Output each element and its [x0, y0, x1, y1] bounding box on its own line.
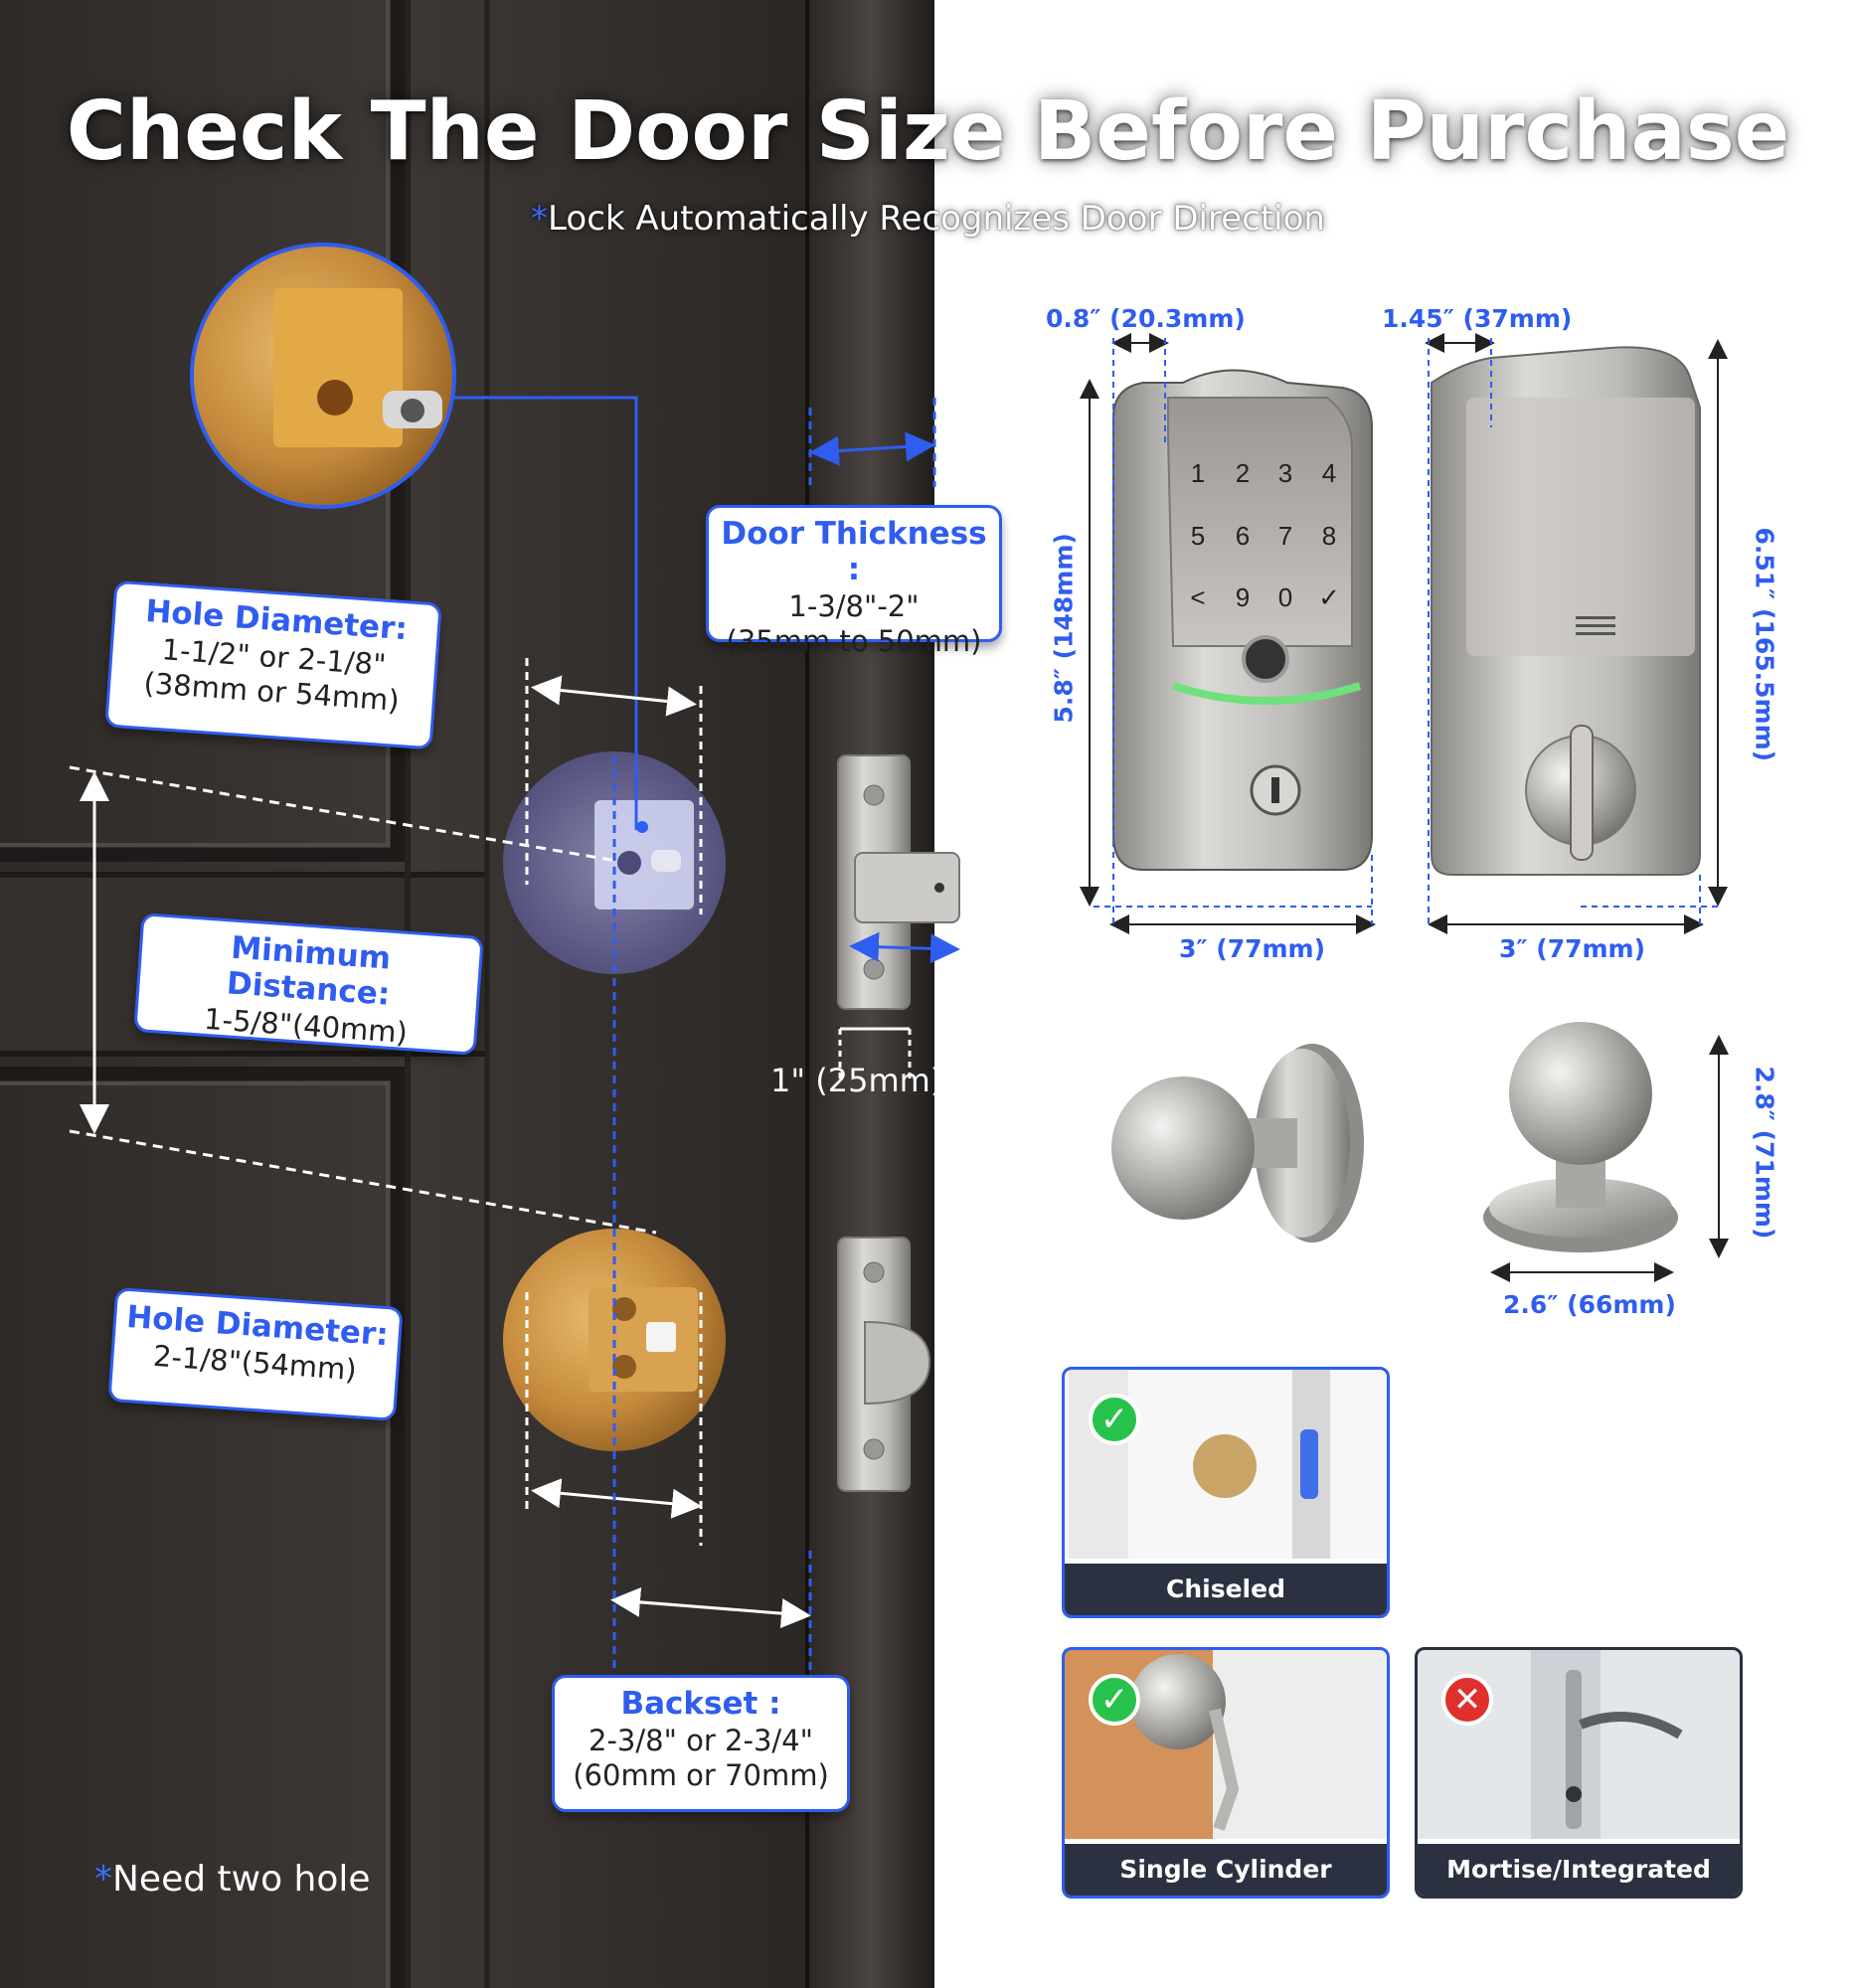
knob-front-illustration — [1483, 1022, 1678, 1252]
single-cylinder-label: Single Cylinder — [1065, 1844, 1387, 1896]
lock-guide-dashes — [1094, 338, 1720, 924]
keypad-key: 5 — [1191, 521, 1205, 551]
check-icon: ✓ — [1089, 1674, 1140, 1726]
back-lock-illustration — [1431, 346, 1701, 876]
front-lock-illustration — [1112, 369, 1373, 871]
keypad-key: 7 — [1278, 521, 1292, 551]
footnote-text: Need two hole — [112, 1859, 371, 1900]
back-width-label: 3″ (77mm) — [1499, 934, 1646, 963]
knob-width-label: 2.6″ (66mm) — [1503, 1290, 1676, 1319]
keypad-key: 6 — [1236, 521, 1250, 551]
front-height-label: 5.8″ (148mm) — [1049, 533, 1079, 724]
blue-guide-lines — [612, 398, 960, 1670]
mortise-tile: ✕ Mortise/Integrated — [1415, 1647, 1743, 1899]
backset-metric: (60mm or 70mm) — [573, 1758, 829, 1793]
upper-latch-plate — [837, 754, 960, 1010]
front-depth-label: 0.8″ (20.3mm) — [1046, 304, 1246, 333]
door-thickness-metric: (35mm to 50mm) — [726, 624, 982, 659]
keypad-key: 9 — [1236, 582, 1250, 612]
latch-zoom-circle — [190, 243, 638, 830]
keypad-key: 1 — [1191, 458, 1205, 488]
page-title: Check The Door Size Before Purchase — [66, 84, 1790, 179]
keypad-key: 0 — [1278, 582, 1292, 612]
door-thickness-card: Door Thickness : 1-3/8"-2" (35mm to 50mm… — [706, 505, 1002, 658]
keypad-key: 2 — [1236, 458, 1250, 488]
back-height-label: 6.51″ (165.5mm) — [1750, 527, 1779, 762]
chiseled-label: Chiseled — [1065, 1564, 1387, 1615]
keypad-key: 8 — [1322, 521, 1336, 551]
keypad-key: 3 — [1278, 458, 1292, 488]
check-icon: ✓ — [1089, 1394, 1140, 1445]
cross-icon: ✕ — [1441, 1674, 1493, 1726]
keypad-key: 4 — [1322, 458, 1336, 488]
footnote: *Need two hole — [94, 1859, 371, 1900]
lock-dimension-lines — [1080, 333, 1729, 1282]
door-thickness-value: 1-3/8"-2" — [788, 589, 920, 623]
backset-heading: Backset : — [620, 1686, 781, 1722]
knob-height-label: 2.8″ (71mm) — [1750, 1066, 1779, 1240]
backset-value: 2-3/8" or 2-3/4" — [589, 1724, 813, 1757]
page-subtitle: *Lock Automatically Recognizes Door Dire… — [0, 199, 1856, 239]
front-width-label: 3″ (77mm) — [1179, 934, 1326, 963]
door-dimension-lines — [69, 658, 912, 1629]
chiseled-illustration — [1064, 1370, 1388, 1559]
subtitle-asterisk: * — [531, 199, 549, 239]
backset-card: Backset : 2-3/8" or 2-3/4" (60mm or 70mm… — [552, 1675, 850, 1812]
knob-side-illustration — [1111, 1044, 1364, 1242]
chiseled-tile: ✓ Chiseled — [1062, 1367, 1390, 1618]
top-bore-hole — [503, 751, 726, 974]
single-cylinder-tile: ✓ Single Cylinder — [1062, 1647, 1390, 1899]
mortise-label: Mortise/Integrated — [1418, 1844, 1740, 1896]
subtitle-text: Lock Automatically Recognizes Door Direc… — [548, 199, 1325, 239]
hole-diameter-top-card: Hole Diameter: 1-1/2" or 2-1/8" (38mm or… — [104, 580, 442, 750]
door-thickness-heading: Door Thickness : — [721, 516, 987, 587]
hole-diameter-bottom-card: Hole Diameter: 2-1/8"(54mm) — [107, 1287, 404, 1421]
footnote-asterisk: * — [94, 1859, 112, 1900]
keypad-key: ✓ — [1318, 582, 1340, 612]
back-depth-label: 1.45″ (37mm) — [1382, 304, 1573, 333]
single-cylinder-illustration — [1064, 1650, 1388, 1839]
latch-dimension-label: 1" (25mm) — [770, 1062, 943, 1099]
keypad-key: < — [1190, 582, 1205, 612]
lower-latch-plate — [837, 1237, 931, 1492]
minimum-distance-card: Minimum Distance: 1-5/8"(40mm) — [133, 912, 484, 1056]
